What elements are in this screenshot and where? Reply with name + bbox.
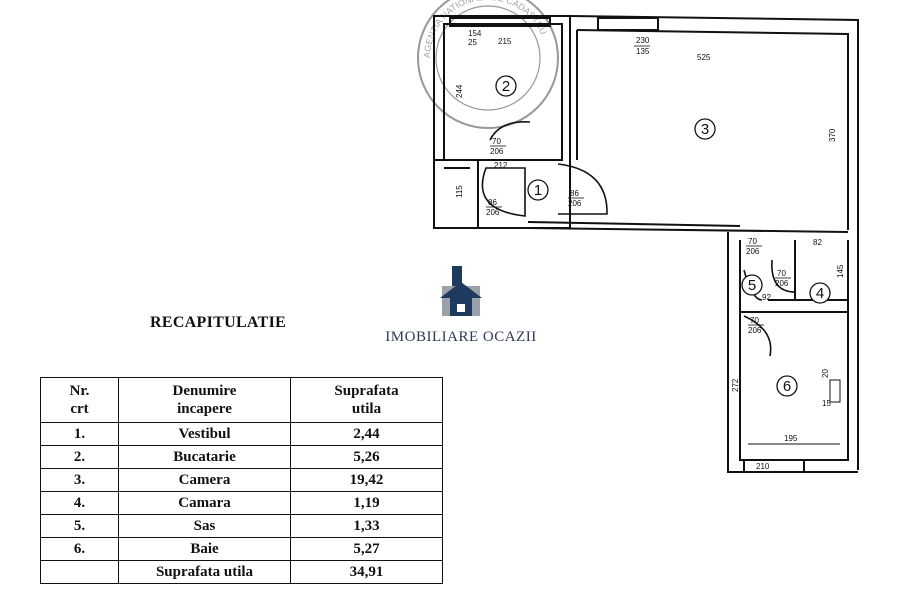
dimension-labels: 215 154 25 244 230 135 525 370 70 206 21… <box>455 29 845 471</box>
row-area: 19,42 <box>290 468 443 492</box>
dim-label: 206 <box>746 247 760 256</box>
dim-label: 525 <box>697 53 711 62</box>
row-area: 5,27 <box>290 537 443 561</box>
row-nr: 6. <box>40 537 119 561</box>
dim-label: 20 <box>821 369 830 378</box>
dim-label: 145 <box>836 264 845 278</box>
dim-label: 206 <box>568 199 582 208</box>
dim-label: 230 <box>636 36 650 45</box>
dim-label: 92 <box>762 293 771 302</box>
room-number-4: 4 <box>816 285 824 302</box>
total-label: Suprafata utila <box>118 560 291 584</box>
dim-label: 212 <box>494 161 508 170</box>
table-row: 4. Camara 1,19 <box>40 491 443 515</box>
dim-label: 215 <box>498 37 512 46</box>
total-nr <box>40 560 119 584</box>
dim-label: 195 <box>784 434 798 443</box>
row-name: Camera <box>118 468 291 492</box>
row-area: 5,26 <box>290 445 443 469</box>
room-number-5: 5 <box>748 277 756 294</box>
dim-label: 370 <box>828 128 837 142</box>
dim-label: 206 <box>486 208 500 217</box>
room-number-markers: 1 2 3 4 5 6 <box>495 75 831 397</box>
stamp-text: AGENTIA NATIONALA DE CADASTRU <box>422 0 549 58</box>
room-number-1: 1 <box>534 182 542 199</box>
watermark-logo: IMOBILIARE OCAZII <box>372 264 550 346</box>
room-number-6: 6 <box>783 378 791 395</box>
row-nr: 1. <box>40 422 119 446</box>
row-nr: 3. <box>40 468 119 492</box>
row-name: Sas <box>118 514 291 538</box>
watermark-text: IMOBILIARE OCAZII <box>385 329 537 345</box>
dim-label: 206 <box>748 326 762 335</box>
walls <box>433 15 859 473</box>
table-row: 2. Bucatarie 5,26 <box>40 445 443 469</box>
table-row: 3. Camera 19,42 <box>40 468 443 492</box>
dim-label: 272 <box>731 378 740 392</box>
room-number-2: 2 <box>502 78 510 95</box>
room-number-3: 3 <box>701 121 709 138</box>
dim-label: 70 <box>750 316 759 325</box>
dim-label: 154 <box>468 29 482 38</box>
row-nr: 5. <box>40 514 119 538</box>
house-logo-icon <box>440 266 482 316</box>
header-nr: Nr.crt <box>40 377 119 423</box>
dim-label: 82 <box>813 238 822 247</box>
dim-label: 210 <box>756 462 770 471</box>
dim-label: 206 <box>490 147 504 156</box>
row-area: 2,44 <box>290 422 443 446</box>
recap-title: RECAPITULATIE <box>150 314 287 331</box>
row-area: 1,19 <box>290 491 443 515</box>
dim-label: 115 <box>455 185 464 198</box>
cadastre-stamp: AGENTIA NATIONALA DE CADASTRU <box>417 0 559 129</box>
row-area: 1,33 <box>290 514 443 538</box>
dim-label: 15 <box>822 399 831 408</box>
dim-label: 86 <box>570 189 579 198</box>
table-row: 6. Baie 5,27 <box>40 537 443 561</box>
row-name: Camara <box>118 491 291 515</box>
dim-label: 70 <box>777 269 786 278</box>
door-swings <box>481 121 796 357</box>
dim-label: 25 <box>468 38 477 47</box>
table-row: 5. Sas 1,33 <box>40 514 443 538</box>
row-name: Vestibul <box>118 422 291 446</box>
dim-label: 70 <box>492 137 501 146</box>
table-total-row: Suprafata utila 34,91 <box>40 560 443 584</box>
row-name: Baie <box>118 537 291 561</box>
row-nr: 2. <box>40 445 119 469</box>
dim-label: 70 <box>748 237 757 246</box>
row-nr: 4. <box>40 491 119 515</box>
table-row: 1. Vestibul 2,44 <box>40 422 443 446</box>
dim-label: 206 <box>775 279 789 288</box>
dim-label: 244 <box>455 84 464 98</box>
dim-label: 86 <box>488 198 497 207</box>
row-name: Bucatarie <box>118 445 291 469</box>
total-area: 34,91 <box>290 560 443 584</box>
dim-label: 135 <box>636 47 650 56</box>
